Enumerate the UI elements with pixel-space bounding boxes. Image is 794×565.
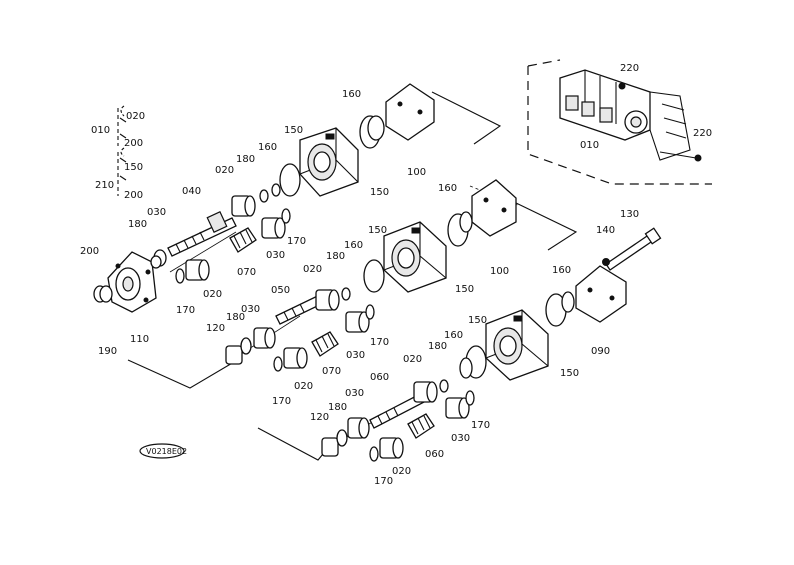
part-callout-label: 030 [345, 388, 364, 399]
part-callout-label: 150 [370, 187, 389, 198]
pump-housing-2 [363, 213, 469, 293]
group-item-label: 150 [124, 162, 143, 173]
part-callout-label: 100 [490, 266, 509, 277]
rear-cover-090 [561, 265, 627, 323]
inset-label: 220 [620, 63, 639, 74]
part-callout-label: 030 [346, 350, 365, 361]
part-callout-label: 160 [552, 265, 571, 276]
pump-housing-1 [279, 115, 381, 197]
group-item-label: 200 [124, 138, 143, 149]
group-210-label: 210 [95, 180, 114, 191]
part-callout-label: 160 [438, 183, 457, 194]
bolt-130 [602, 227, 662, 271]
group-item-label: 020 [126, 111, 145, 122]
end-cover-100-top [367, 83, 435, 141]
part-callout-label: 170 [374, 476, 393, 487]
part-callout-label: 030 [266, 250, 285, 261]
part-callout-label: 130 [620, 209, 639, 220]
part-callout-label: 160 [444, 330, 463, 341]
part-callout-label: 020 [215, 165, 234, 176]
end-cover-100-middle [459, 179, 517, 237]
part-callout-label: 110 [130, 334, 149, 345]
part-callout-label: 030 [147, 207, 166, 218]
part-callout-label: 120 [206, 323, 225, 334]
part-callout-label: 070 [237, 267, 256, 278]
part-callout-label: 180 [128, 219, 147, 230]
inset-label: 220 [693, 128, 712, 139]
assembly-inset [527, 59, 712, 185]
part-callout-label: 090 [591, 346, 610, 357]
part-callout-label: 140 [596, 225, 615, 236]
group-010-label: 010 [91, 125, 110, 136]
part-callout-label: 120 [310, 412, 329, 423]
pump-housing-3 [459, 293, 567, 381]
part-callout-label: 060 [370, 372, 389, 383]
part-callout-label: 160 [342, 89, 361, 100]
part-callout-label: 150 [368, 225, 387, 236]
inset-pump-assembly [559, 69, 702, 162]
part-callout-label: 180 [226, 312, 245, 323]
part-callout-label: 170 [370, 337, 389, 348]
part-callout-label: 170 [176, 305, 195, 316]
part-callout-label: 020 [392, 466, 411, 477]
part-callout-label: 020 [294, 381, 313, 392]
part-callout-label: 180 [236, 154, 255, 165]
part-callout-label: 020 [403, 354, 422, 365]
part-callout-label: 020 [203, 289, 222, 300]
gear-row-2 [225, 287, 375, 372]
part-callout-label: 170 [287, 236, 306, 247]
part-callout-label: 070 [322, 366, 341, 377]
part-callout-label: 150 [468, 315, 487, 326]
gear-row-3 [321, 379, 475, 462]
part-callout-label: 160 [344, 240, 363, 251]
inset-label: 010 [580, 140, 599, 151]
callout-labels: 1601501001501801600200400301802001901100… [80, 89, 639, 487]
front-cover-110 [93, 251, 157, 313]
group-item-label: 200 [124, 190, 143, 201]
drawing-code-badge: V0218E02 [139, 443, 187, 459]
part-callout-label: 030 [451, 433, 470, 444]
group-010-bracket: 020 010 200 150 210 200 [91, 105, 145, 201]
part-callout-label: 040 [182, 186, 201, 197]
part-callout-label: 050 [271, 285, 290, 296]
part-callout-label: 200 [80, 246, 99, 257]
part-callout-label: 170 [272, 396, 291, 407]
part-callout-label: 180 [328, 402, 347, 413]
part-callout-label: 020 [303, 264, 322, 275]
part-callout-label: 150 [560, 368, 579, 379]
inset-labels: 220 010 220 [580, 63, 712, 151]
part-callout-label: 160 [258, 142, 277, 153]
part-callout-label: 100 [407, 167, 426, 178]
part-callout-label: 060 [425, 449, 444, 460]
part-callout-label: 170 [471, 420, 490, 431]
drawing-code: V0218E02 [146, 447, 187, 456]
part-callout-label: 180 [326, 251, 345, 262]
part-callout-label: 030 [241, 304, 260, 315]
part-callout-label: 190 [98, 346, 117, 357]
part-callout-label: 150 [284, 125, 303, 136]
drive-shaft-040 [150, 210, 237, 269]
part-callout-label: 150 [455, 284, 474, 295]
part-callout-label: 180 [428, 341, 447, 352]
bushing-row-1 [175, 183, 291, 284]
